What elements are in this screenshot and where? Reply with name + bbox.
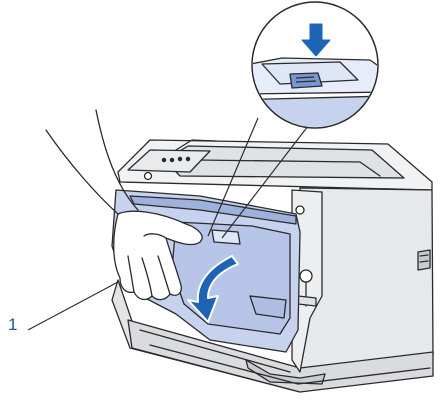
callout-1: 1 — [8, 282, 118, 334]
hinge-right — [296, 206, 304, 214]
zoom-latch-button — [290, 73, 322, 88]
side-latch — [418, 250, 430, 270]
callout-leader-line — [28, 282, 118, 330]
callout-label: 1 — [8, 315, 17, 334]
pillar-pivot — [300, 270, 312, 282]
